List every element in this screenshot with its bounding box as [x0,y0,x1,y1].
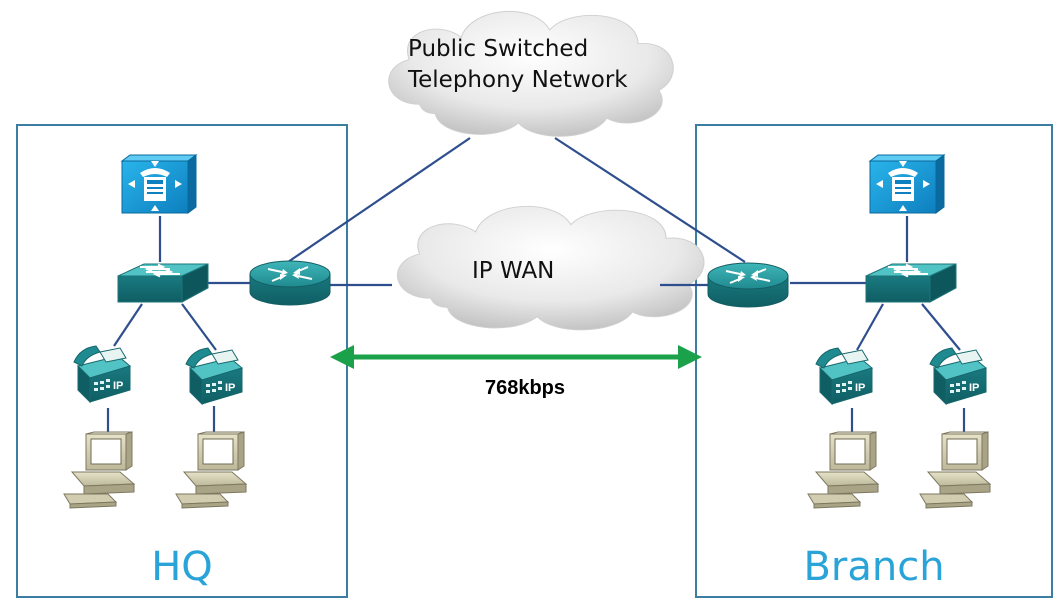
workstation-icon [807,431,879,509]
pstn-cloud-label: Public Switched Telephony Network [408,34,658,96]
hq-switch-phone1-link [113,303,143,347]
pstn-label-line2: Telephony Network [408,67,628,93]
bandwidth-label: 768kbps [484,377,566,399]
workstation-icon [919,431,991,509]
router-icon [707,262,789,308]
branch-switch-phone2-link [921,303,961,351]
call-manager-icon [121,154,197,214]
ip-phone-icon [185,347,243,405]
workstation-icon [63,431,135,509]
workstation-icon [175,431,247,509]
branch-switch-phone1-link [856,303,884,351]
ip-phone-icon [73,345,131,403]
router-icon [249,260,331,306]
branch-site-label: Branch [803,544,945,590]
hq-router-pstn-link [287,137,471,263]
branch-router-pstn-link [554,137,746,263]
ip-phone-icon [929,347,987,405]
pstn-label-line1: Public Switched [408,36,589,62]
switch-icon [865,263,957,303]
hq-switch-phone2-link [181,303,217,351]
branch-site-box [695,124,1053,598]
network-links [106,137,966,432]
wan-cloud-label: IP WAN [472,258,555,284]
ip-phone-icon [815,347,873,405]
call-manager-icon [869,154,945,214]
hq-site-label: HQ [151,544,213,590]
switch-icon [117,263,209,303]
bandwidth-arrow [330,345,702,369]
